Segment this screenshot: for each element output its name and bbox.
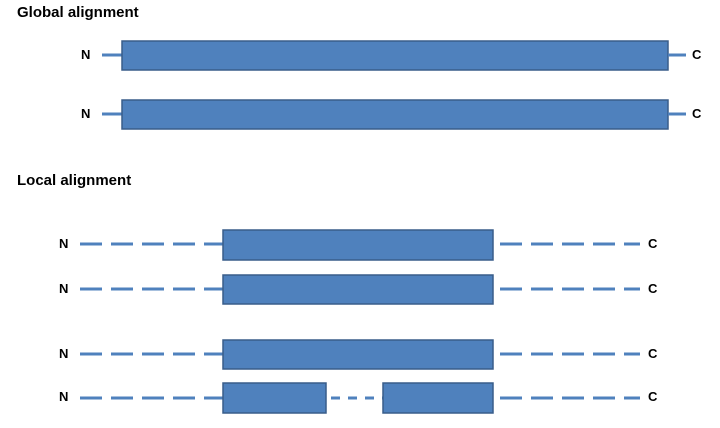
global-row-2 <box>102 99 686 130</box>
local-row-2-c-label: C <box>648 281 658 296</box>
global-row-2-segment <box>121 99 669 130</box>
local-row-4-segment-left <box>222 382 327 414</box>
local-row-4-segment-right <box>382 382 494 414</box>
global-row-1-c-label: C <box>692 47 702 62</box>
local-row-3-segment <box>222 339 494 370</box>
local-row-4 <box>80 382 640 414</box>
global-row-1-n-label: N <box>81 47 91 62</box>
global-alignment-title: Global alignment <box>17 4 139 21</box>
local-alignment-title: Local alignment <box>17 172 132 189</box>
local-row-2 <box>80 274 640 305</box>
local-row-2-n-label: N <box>59 281 69 296</box>
global-row-1-segment <box>121 40 669 71</box>
local-row-2-segment <box>222 274 494 305</box>
local-row-1-segment <box>222 229 494 261</box>
local-row-1-n-label: N <box>59 236 69 251</box>
local-row-4-c-label: C <box>648 389 658 404</box>
local-row-1 <box>80 229 640 261</box>
local-row-3 <box>80 339 640 370</box>
local-row-3-c-label: C <box>648 346 658 361</box>
local-row-3-n-label: N <box>59 346 69 361</box>
local-row-1-c-label: C <box>648 236 658 251</box>
global-row-2-c-label: C <box>692 106 702 121</box>
global-row-1 <box>102 40 686 71</box>
global-row-2-n-label: N <box>81 106 91 121</box>
local-row-4-n-label: N <box>59 389 69 404</box>
